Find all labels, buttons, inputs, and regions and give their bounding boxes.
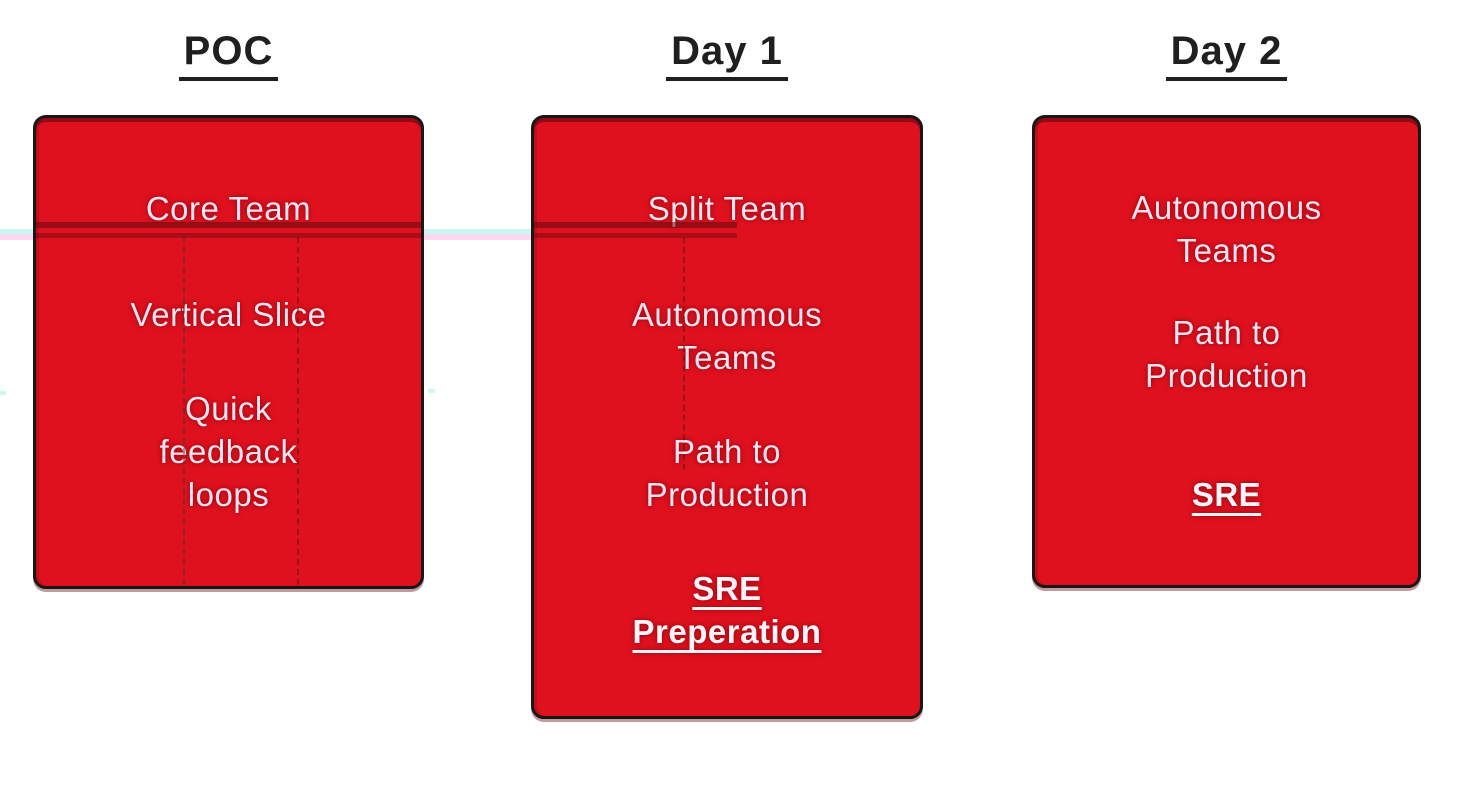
column-header-day2: Day 2	[1032, 28, 1421, 84]
artifact-cyan-line-gap	[424, 229, 531, 234]
day2-item-autonomous-teams-label: Autonomous Teams	[1131, 189, 1322, 269]
day1-item-sre-preperation: SRE Preperation	[534, 567, 920, 653]
poc-item-core-team: Core Team	[36, 187, 421, 230]
day1-item-sre-preperation-label: SRE Preperation	[632, 570, 822, 650]
day2-header-label: Day 2	[1165, 28, 1288, 81]
column-header-day1: Day 1	[531, 28, 923, 84]
poc-header-label: POC	[178, 28, 279, 81]
poc-item-quick-feedback-loops: Quick feedback loops	[36, 387, 421, 516]
day1-box: Split Team Autonomous Teams Path to Prod…	[531, 115, 923, 719]
day2-item-sre: SRE	[1035, 473, 1418, 516]
day1-item-split-team: Split Team	[534, 187, 920, 230]
artifact-pink-line-gap	[424, 234, 531, 240]
day1-header-label: Day 1	[666, 28, 788, 81]
day1-item-autonomous-teams: Autonomous Teams	[534, 293, 920, 379]
poc-item-core-team-label: Core Team	[145, 190, 312, 227]
day1-item-path-to-production-label: Path to Production	[645, 433, 809, 513]
column-header-poc: POC	[33, 28, 424, 84]
day2-item-autonomous-teams: Autonomous Teams	[1035, 186, 1418, 272]
artifact-pink-line-left	[0, 234, 33, 240]
day2-item-path-to-production-label: Path to Production	[1145, 314, 1308, 394]
poc-item-vertical-slice: Vertical Slice	[36, 293, 421, 336]
artifact-cyan-dash-gap	[428, 389, 435, 393]
poc-item-quick-feedback-loops-label: Quick feedback loops	[159, 390, 298, 513]
day1-item-path-to-production: Path to Production	[534, 430, 920, 516]
poc-box: Core Team Vertical Slice Quick feedback …	[33, 115, 424, 589]
day2-item-path-to-production: Path to Production	[1035, 311, 1418, 397]
day1-item-split-team-label: Split Team	[647, 190, 807, 227]
poc-item-vertical-slice-label: Vertical Slice	[130, 296, 327, 333]
artifact-cyan-dash-left	[0, 391, 6, 395]
day1-item-autonomous-teams-label: Autonomous Teams	[631, 296, 823, 376]
artifact-cyan-line-left	[0, 229, 33, 234]
day2-box: Autonomous Teams Path to Production SRE	[1032, 115, 1421, 588]
day2-item-sre-label: SRE	[1191, 476, 1262, 513]
